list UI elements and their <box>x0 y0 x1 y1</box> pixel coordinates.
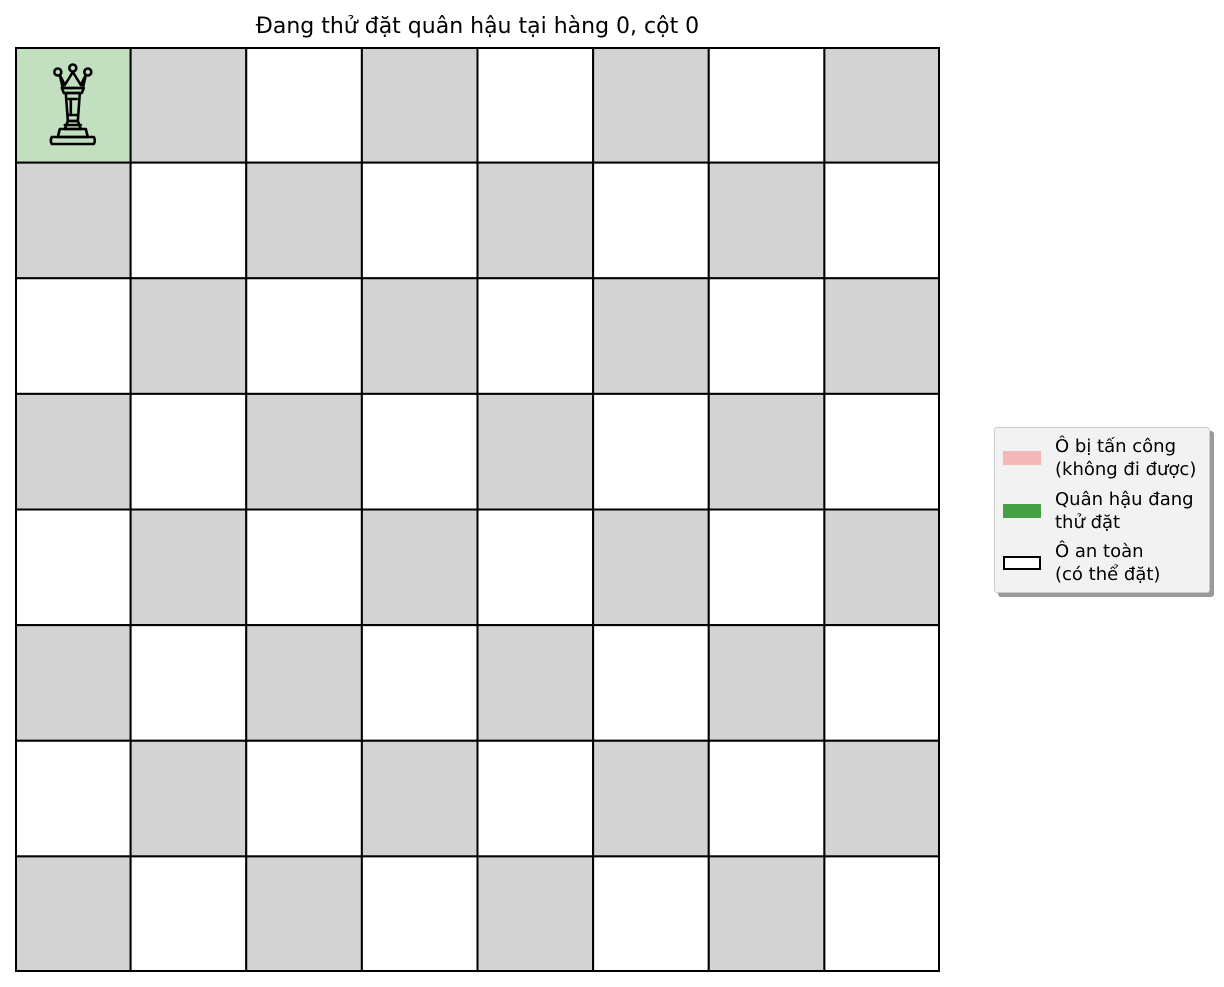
board-cell-r4-c3[interactable] <box>360 508 479 627</box>
board-cell-r3-c1[interactable] <box>129 392 248 511</box>
board-cell-r2-c4[interactable] <box>476 277 595 395</box>
legend-label-queen-line2: thử đặt <box>1055 512 1121 533</box>
queen-icon-part <box>53 67 63 77</box>
board-cell-r5-c7[interactable] <box>823 624 940 742</box>
board-cell-r7-c3[interactable] <box>360 855 479 972</box>
board-cell-r2-c1[interactable] <box>129 277 248 395</box>
board-cell-r2-c0[interactable] <box>15 277 132 395</box>
board-cell-r4-c4[interactable] <box>476 508 595 627</box>
legend-label-safe: Ô an toàn(có thể đặt) <box>1055 540 1160 586</box>
board-cell-r2-c6[interactable] <box>707 277 826 395</box>
board-cell-r7-c7[interactable] <box>823 855 940 972</box>
status-title: Đang thử đặt quân hậu tại hàng 0, cột 0 <box>255 14 700 39</box>
board-cell-r7-c4[interactable] <box>476 855 595 972</box>
board-cell-r2-c2[interactable] <box>245 277 363 395</box>
board-cell-r4-c6[interactable] <box>707 508 826 627</box>
board-cell-r6-c3[interactable] <box>360 739 479 858</box>
board-cell-r5-c4[interactable] <box>476 624 595 742</box>
queen-icon-part <box>83 67 93 77</box>
queen-icon-part <box>49 135 97 146</box>
legend-item-safe: Ô an toàn(có thể đặt) <box>1003 540 1160 586</box>
board-cell-r4-c1[interactable] <box>129 508 248 627</box>
board-cell-r5-c1[interactable] <box>129 624 248 742</box>
board-cell-r4-c0[interactable] <box>15 508 132 627</box>
board-cell-r0-c5[interactable] <box>592 47 710 164</box>
board-cell-r1-c0[interactable] <box>15 161 132 280</box>
queen-icon-part <box>60 86 86 95</box>
board-cell-r5-c5[interactable] <box>592 624 710 742</box>
board-cell-r4-c5[interactable] <box>592 508 710 627</box>
board-cell-r2-c7[interactable] <box>823 277 940 395</box>
board-cell-r7-c6[interactable] <box>707 855 826 972</box>
board-cell-r1-c2[interactable] <box>245 161 363 280</box>
board-cell-r0-c2[interactable] <box>245 47 363 164</box>
board-cell-r0-c4[interactable] <box>476 47 595 164</box>
board-cell-r3-c3[interactable] <box>360 392 479 511</box>
board-cell-r5-c6[interactable] <box>707 624 826 742</box>
board-cell-r1-c7[interactable] <box>823 161 940 280</box>
board-cell-r6-c4[interactable] <box>476 739 595 858</box>
board-border <box>15 47 940 972</box>
queen-swatch <box>1003 504 1041 518</box>
board-cell-r1-c1[interactable] <box>129 161 248 280</box>
board-cell-r5-c2[interactable] <box>245 624 363 742</box>
board-cell-r7-c0[interactable] <box>15 855 132 972</box>
legend-label-attacked: Ô bị tấn công(không đi được) <box>1055 435 1196 481</box>
board-cell-r0-c7[interactable] <box>823 47 940 164</box>
board-cell-r0-c3[interactable] <box>360 47 479 164</box>
board-cell-r2-c3[interactable] <box>360 277 479 395</box>
legend-label-safe-line2: (có thể đặt) <box>1055 564 1161 585</box>
board-cell-r5-c0[interactable] <box>15 624 132 742</box>
board-cell-r0-c1[interactable] <box>129 47 248 164</box>
legend-label-queen-line1: Quân hậu đang <box>1055 489 1194 510</box>
board-cell-r3-c6[interactable] <box>707 392 826 511</box>
board-cell-r1-c4[interactable] <box>476 161 595 280</box>
chess-board[interactable] <box>15 47 940 972</box>
board-cell-r6-c6[interactable] <box>707 739 826 858</box>
board-cell-r7-c2[interactable] <box>245 855 363 972</box>
board-cell-r7-c5[interactable] <box>592 855 710 972</box>
safe-swatch <box>1003 556 1041 570</box>
legend-item-attacked: Ô bị tấn công(không đi được) <box>1003 435 1196 481</box>
board-cell-r6-c5[interactable] <box>592 739 710 858</box>
board-cell-r3-c4[interactable] <box>476 392 595 511</box>
board-cell-r6-c1[interactable] <box>129 739 248 858</box>
board-cell-r4-c7[interactable] <box>823 508 940 627</box>
board-cell-r4-c2[interactable] <box>245 508 363 627</box>
board-cell-r1-c3[interactable] <box>360 161 479 280</box>
attacked-swatch <box>1003 451 1041 465</box>
board-cell-r3-c5[interactable] <box>592 392 710 511</box>
board-cell-r3-c2[interactable] <box>245 392 363 511</box>
board-cell-r3-c7[interactable] <box>823 392 940 511</box>
board-cell-r1-c5[interactable] <box>592 161 710 280</box>
legend-label-attacked-line1: Ô bị tấn công <box>1055 436 1176 457</box>
board-cell-r7-c1[interactable] <box>129 855 248 972</box>
board-svg <box>15 47 940 972</box>
board-cell-r0-c6[interactable] <box>707 47 826 164</box>
legend: Ô bị tấn công(không đi được) Quân hậu đa… <box>994 427 1210 593</box>
board-cell-r2-c5[interactable] <box>592 277 710 395</box>
board-cell-r6-c2[interactable] <box>245 739 363 858</box>
queen-icon <box>49 63 97 146</box>
legend-label-safe-line1: Ô an toàn <box>1055 541 1144 562</box>
board-cell-r6-c0[interactable] <box>15 739 132 858</box>
board-cell-r3-c0[interactable] <box>15 392 132 511</box>
board-cell-r1-c6[interactable] <box>707 161 826 280</box>
board-cell-r6-c7[interactable] <box>823 739 940 858</box>
board-cell-r5-c3[interactable] <box>360 624 479 742</box>
legend-label-attacked-line2: (không đi được) <box>1055 459 1197 480</box>
